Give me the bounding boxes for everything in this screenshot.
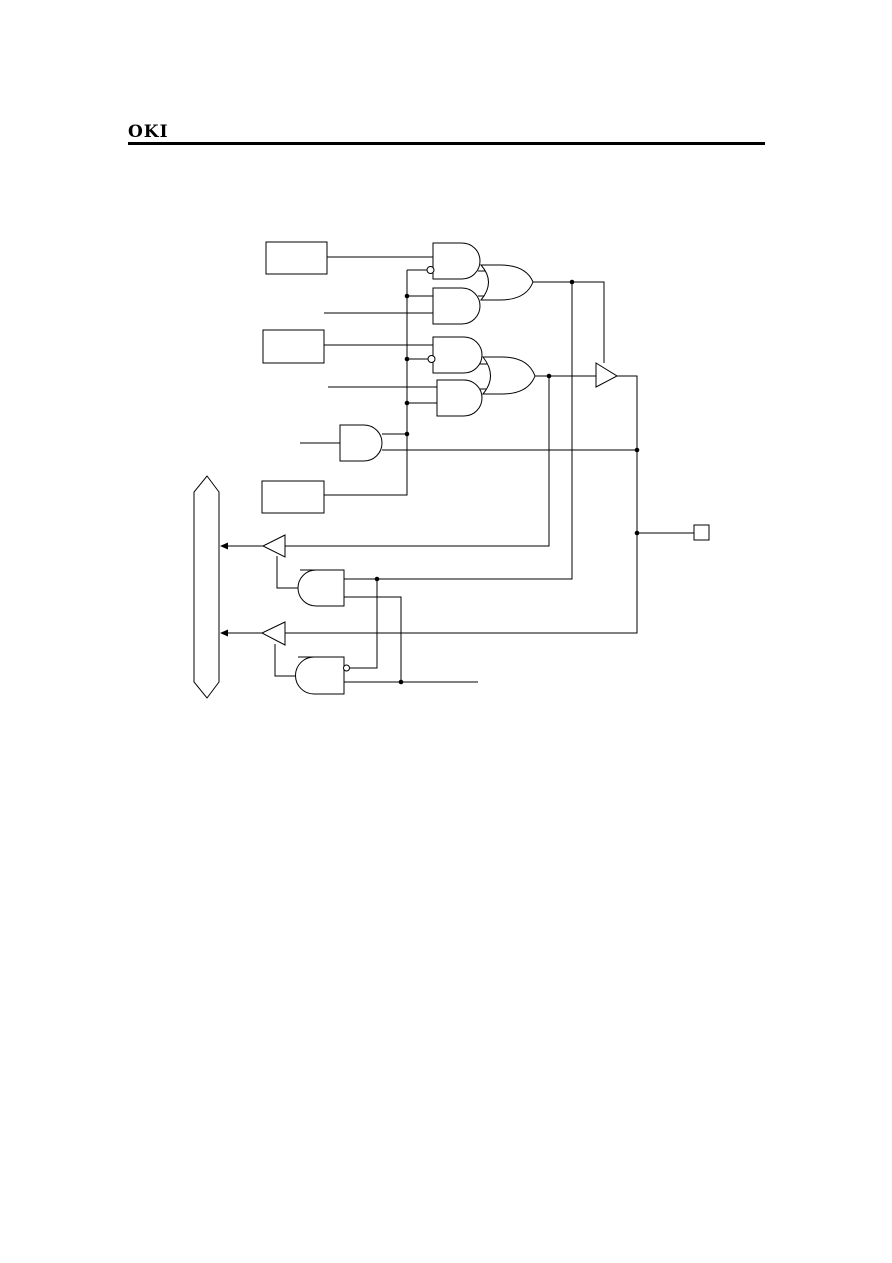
bus-arrow-2 [220,629,228,637]
inverter-bubble-3 [343,664,350,672]
bus-driver-1 [261,534,286,558]
and-gate-4 [436,379,483,417]
and-gate-2 [432,287,481,325]
or-gate-2 [481,356,536,395]
inverter-bubble-1 [426,266,435,274]
and-gate-5 [339,424,383,462]
and-gate-1 [432,242,481,280]
register-box-3 [261,480,325,514]
internal-data-bus [193,475,220,699]
wiring [227,256,694,683]
bus-driver-2 [260,621,286,646]
oki-logo: OKI [128,122,169,142]
junction-dots [374,279,640,685]
and-gate-3 [432,336,483,374]
output-buffer [595,362,619,388]
output-terminal-pad [693,524,710,541]
bus-arrow-1 [220,542,228,550]
and-gate-6 [297,569,345,607]
and-gate-7 [295,656,345,695]
register-box-2 [262,329,325,364]
inverter-bubble-2 [427,355,436,363]
register-box-1 [265,241,328,275]
header-rule [128,142,765,145]
or-gate-1 [479,264,534,301]
